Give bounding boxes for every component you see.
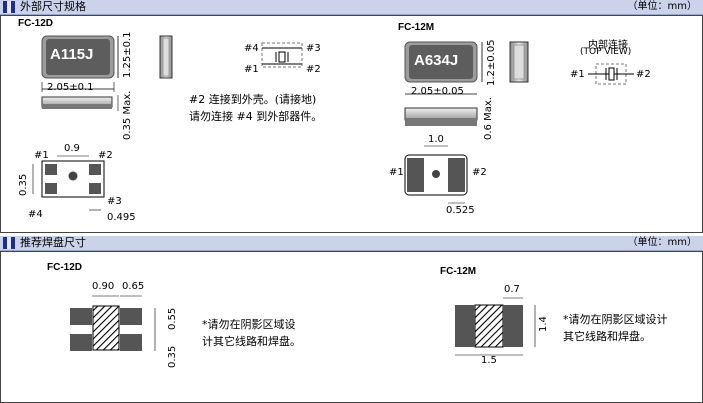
section-title: 推荐焊盘尺寸 — [20, 236, 86, 249]
land-m-note-2: 其它线路和焊盘。 — [563, 330, 651, 343]
section-header-dimensions: 外部尺寸规格 （单位：mm） — [0, 0, 703, 15]
unit-label: （单位：mm） — [627, 1, 697, 12]
land-d-note-2: 计其它线路和焊盘。 — [202, 335, 301, 348]
fc12d-note-2: 请勿连接 #4 到外部器件。 — [189, 110, 323, 123]
fc12d-side-view — [159, 35, 173, 79]
section-header-land-pattern: 推荐焊盘尺寸 （单位：mm） — [0, 236, 703, 251]
land-d-note-1: *请勿在阴影区域设 — [202, 318, 296, 331]
fc12m-max-dim: 0.6 Max. — [483, 97, 494, 140]
fc12m-height-dim: 1.2±0.05 — [486, 39, 497, 86]
land-m-dim-15: 1.5 — [481, 355, 497, 366]
fc12d-model-label: FC-12D — [18, 18, 54, 29]
section-title: 外部尺寸规格 — [20, 0, 86, 13]
fc12d-pin2: #2 — [98, 150, 113, 161]
fc12m-pad-view — [404, 145, 468, 204]
fc12d-height-dim: 1.25±0.1 — [122, 31, 133, 78]
fc12m-front-view — [404, 107, 478, 126]
unit-label: （单位：mm） — [627, 237, 697, 248]
fc12d-width-dim: 2.05±0.1 — [47, 82, 94, 93]
land-d-dim-065: 0.65 — [122, 281, 145, 292]
fc12m-top-view — [404, 41, 483, 95]
land-m-note-1: *请勿在阴影区域设计 — [563, 313, 668, 326]
land-m-dim-14: 1.4 — [538, 316, 549, 332]
fc12d-pad-0495: 0.495 — [107, 212, 136, 223]
fc12d-max-dim: 0.35 Max. — [122, 90, 133, 140]
land-d-dim-055: 0.55 — [167, 307, 178, 330]
fc12m-model-label: FC-12M — [398, 22, 435, 33]
fc12m-pin1: #1 — [389, 167, 404, 178]
fc12d-pin1: #1 — [34, 150, 49, 161]
fc12m-side-view — [509, 41, 529, 83]
fc12d-pad-035: 0.35 — [18, 173, 29, 196]
fc12d-front-view — [41, 95, 119, 111]
land-m-dim-07: 0.7 — [504, 284, 520, 295]
fc12m-width-dim: 2.05±0.05 — [411, 86, 464, 97]
fc12m-conn-view: (TOP VIEW) — [580, 47, 632, 57]
land-d-dim-090: 0.90 — [92, 281, 115, 292]
land-m-model-label: FC-12M — [440, 266, 477, 277]
fc12m-conn-title: 内部连接 — [588, 40, 628, 51]
fc12d-internal-connection — [261, 42, 303, 68]
land-d-dim-035: 0.35 — [167, 345, 178, 368]
conn-d-pin1: #1 — [244, 64, 259, 75]
fc12d-pad-view — [32, 155, 105, 211]
fc12d-pin3: #3 — [107, 196, 122, 207]
conn-m-pin2: #2 — [636, 69, 651, 80]
conn-m-pin1: #1 — [570, 69, 585, 80]
fc12d-pad-09: 0.9 — [64, 143, 80, 154]
fc12m-internal-connection — [588, 63, 634, 85]
fc12m-pin2: #2 — [472, 167, 487, 178]
land-m-pattern — [455, 297, 536, 356]
conn-d-pin3: #3 — [306, 43, 321, 54]
fc12d-top-view — [41, 35, 119, 92]
land-d-model-label: FC-12D — [47, 262, 83, 273]
conn-d-pin4: #4 — [244, 43, 259, 54]
fc12m-pad-10: 1.0 — [428, 134, 444, 145]
fc12m-marking: A634J — [414, 52, 459, 69]
land-d-pattern — [70, 295, 156, 351]
conn-d-pin2: #2 — [306, 64, 321, 75]
fc12d-pin4: #4 — [28, 209, 43, 220]
fc12m-pad-0525: 0.525 — [446, 205, 475, 216]
fc12d-note-1: #2 连接到外壳。(请接地) — [189, 93, 317, 106]
fc12d-marking: A115J — [50, 46, 94, 63]
